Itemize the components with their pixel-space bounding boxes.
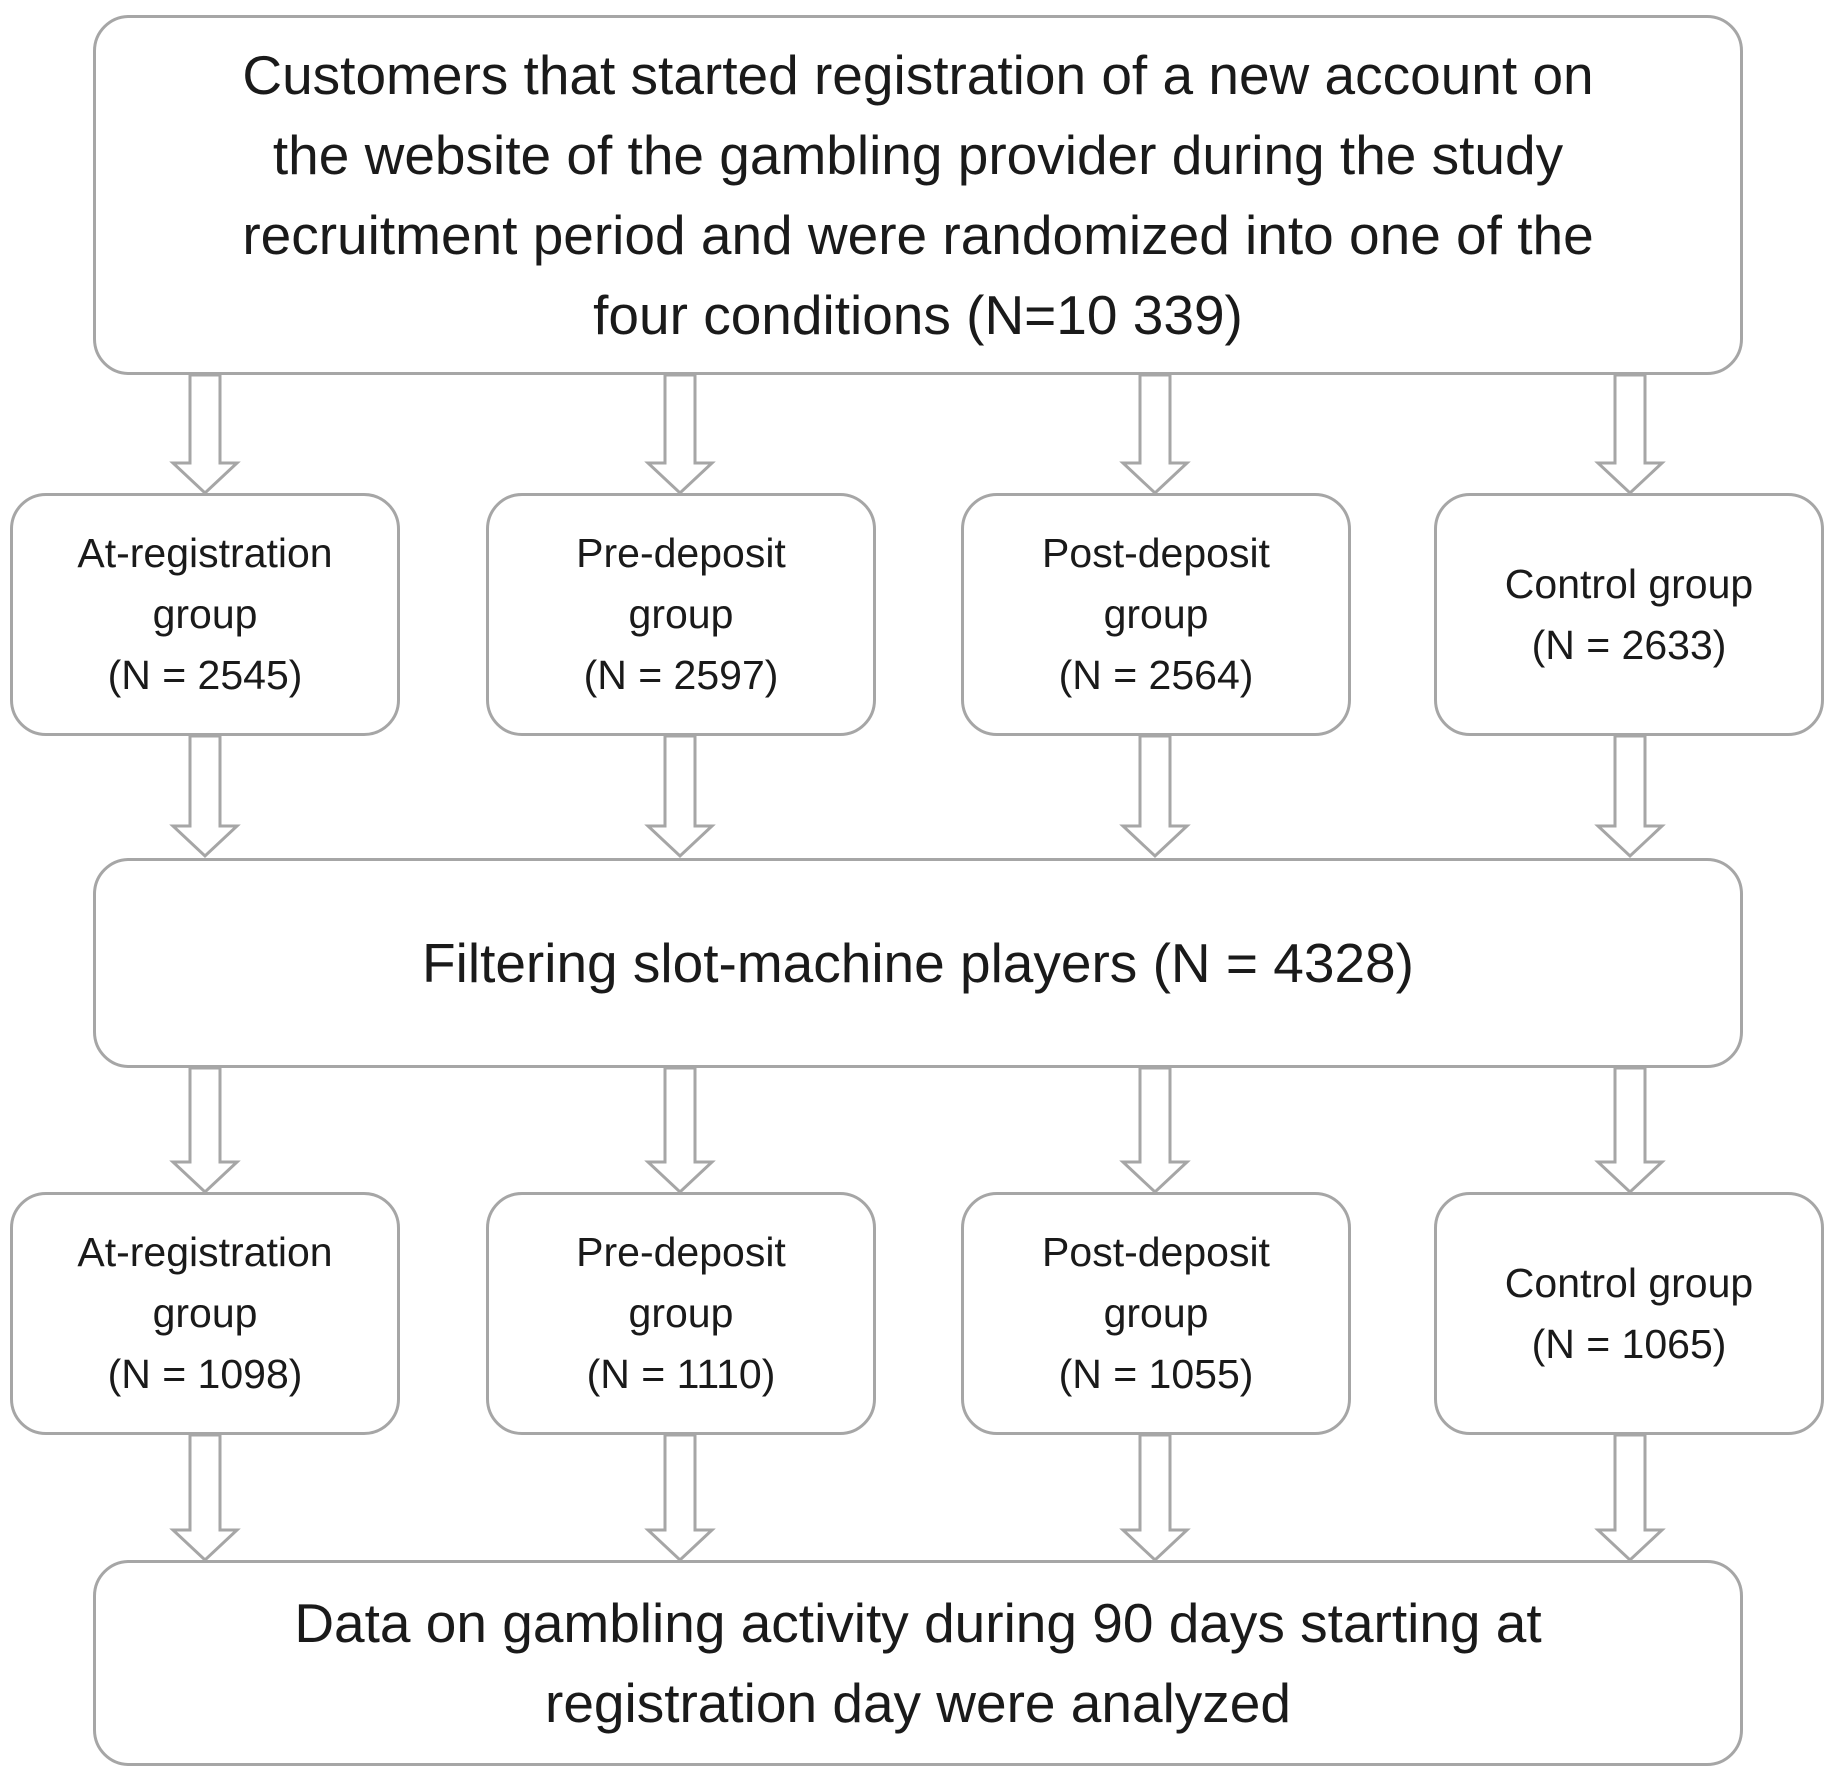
flow-arrow-1-3: [1119, 373, 1191, 496]
post-deposit-group-box: Post-deposit group (N = 2564): [961, 493, 1351, 736]
randomization-line-3: recruitment period and were randomized i…: [242, 204, 1594, 266]
group-label: group: [1103, 591, 1209, 637]
group-label: group: [628, 1290, 734, 1336]
flow-arrow-4-4: [1594, 1433, 1666, 1563]
group-name: At-registration: [77, 1229, 333, 1275]
at-registration-group-box: At-registration group (N = 2545): [10, 493, 400, 736]
group-count: (N = 1055): [1058, 1351, 1254, 1397]
analysis-line-2: registration day were analyzed: [545, 1672, 1291, 1734]
group-count: (N = 1098): [107, 1351, 303, 1397]
analysis-box: Data on gambling activity during 90 days…: [93, 1560, 1743, 1766]
filtering-label: Filtering slot-machine players (N = 4328…: [422, 932, 1414, 994]
post-deposit-slot-group-box: Post-deposit group (N = 1055): [961, 1192, 1351, 1435]
group-name: Post-deposit: [1042, 1229, 1270, 1275]
at-registration-slot-group-box: At-registration group (N = 1098): [10, 1192, 400, 1435]
group-count: (N = 2564): [1058, 652, 1254, 698]
flow-arrow-4-1: [169, 1433, 241, 1563]
flow-arrow-4-2: [644, 1433, 716, 1563]
randomization-box: Customers that started registration of a…: [93, 15, 1743, 375]
group-count: (N = 2545): [107, 652, 303, 698]
group-count: (N = 1110): [586, 1351, 776, 1397]
randomization-line-4: four conditions (N=10 339): [593, 284, 1243, 346]
flow-arrow-1-2: [644, 373, 716, 496]
group-name: Post-deposit: [1042, 530, 1270, 576]
control-slot-group-box: Control group (N = 1065): [1434, 1192, 1824, 1435]
flow-arrow-2-3: [1119, 734, 1191, 859]
group-label: group: [152, 1290, 258, 1336]
control-group-box: Control group (N = 2633): [1434, 493, 1824, 736]
flow-arrow-1-1: [169, 373, 241, 496]
group-count: (N = 1065): [1531, 1320, 1727, 1367]
group-name: Pre-deposit: [576, 530, 786, 576]
flow-arrow-3-4: [1594, 1066, 1666, 1195]
group-count: (N = 2597): [583, 652, 779, 698]
flow-arrow-4-3: [1119, 1433, 1191, 1563]
group-name: Pre-deposit: [576, 1229, 786, 1275]
group-label: group: [152, 591, 258, 637]
flow-arrow-3-1: [169, 1066, 241, 1195]
flow-arrow-2-2: [644, 734, 716, 859]
flow-arrow-2-4: [1594, 734, 1666, 859]
group-name: Control group: [1504, 560, 1754, 607]
flow-arrow-1-4: [1594, 373, 1666, 496]
randomization-line-1: Customers that started registration of a…: [242, 44, 1594, 106]
flow-arrow-2-1: [169, 734, 241, 859]
flow-arrow-3-3: [1119, 1066, 1191, 1195]
flow-arrow-3-2: [644, 1066, 716, 1195]
filtering-box: Filtering slot-machine players (N = 4328…: [93, 858, 1743, 1068]
pre-deposit-group-box: Pre-deposit group (N = 2597): [486, 493, 876, 736]
group-count: (N = 2633): [1531, 621, 1727, 668]
randomization-line-2: the website of the gambling provider dur…: [272, 124, 1564, 186]
analysis-line-1: Data on gambling activity during 90 days…: [294, 1592, 1542, 1654]
group-name: At-registration: [77, 530, 333, 576]
group-name: Control group: [1504, 1259, 1754, 1306]
group-label: group: [628, 591, 734, 637]
pre-deposit-slot-group-box: Pre-deposit group (N = 1110): [486, 1192, 876, 1435]
group-label: group: [1103, 1290, 1209, 1336]
